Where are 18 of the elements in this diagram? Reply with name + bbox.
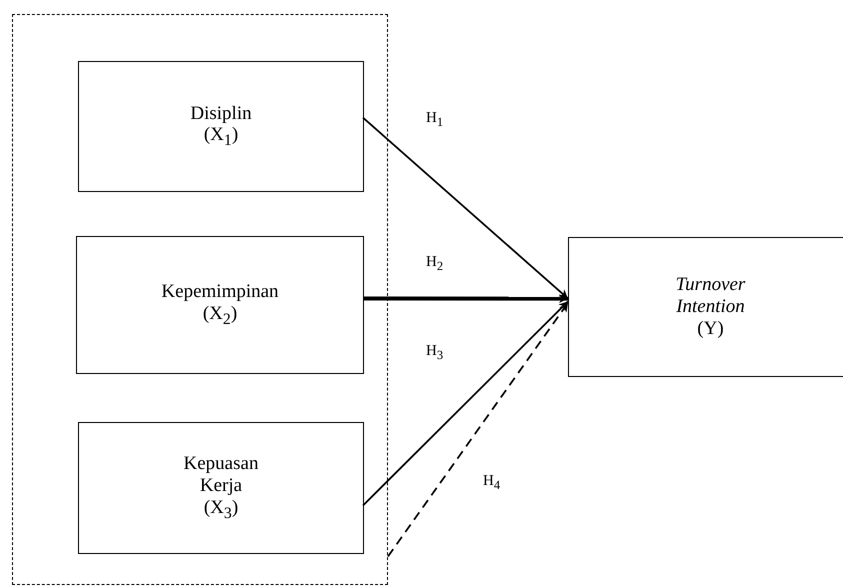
- variable-name: Turnover Intention: [674, 274, 746, 318]
- variable-box: [568, 237, 843, 377]
- variable-name: Kepuasan Kerja: [182, 453, 260, 497]
- variable-symbol: (X$_{1}$): [204, 124, 238, 150]
- variable-box: [78, 422, 364, 554]
- variable-symbol: (X$_{3}$): [204, 496, 238, 523]
- variable-name: Kepemimpinan: [161, 281, 279, 303]
- variable-name: Disiplin: [190, 102, 252, 124]
- variable-box: [78, 61, 364, 192]
- edge-label: H$_{3}$: [425, 343, 444, 362]
- arrow: [387, 302, 569, 557]
- variable-symbol: (X$_{2}$): [202, 302, 238, 329]
- variable-box: [76, 236, 364, 374]
- arrow: [362, 116, 569, 300]
- group-frame: [12, 14, 388, 585]
- arrow: [362, 300, 569, 506]
- variable-symbol: (Y): [697, 318, 724, 340]
- arrow: [363, 294, 568, 304]
